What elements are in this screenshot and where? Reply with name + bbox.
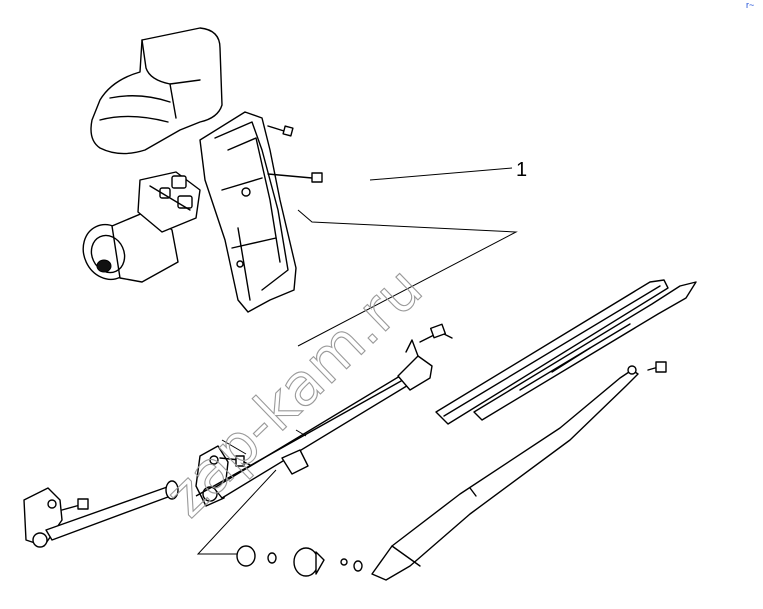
mounting-bracket [199, 111, 297, 313]
wiper-arm [371, 361, 667, 581]
corner-mark: r~ [746, 0, 754, 10]
wiper-blade [435, 279, 697, 425]
bracket-bolt-top [267, 125, 294, 137]
bushing-set [196, 469, 363, 577]
wiper-motor [82, 171, 201, 283]
wiper-linkage [23, 323, 453, 548]
bracket-bolt-middle [267, 172, 323, 183]
motor-cover [90, 27, 223, 155]
callout-line-1 [369, 167, 513, 181]
callout-label-1: 1 [516, 159, 527, 181]
callout-line-2 [297, 209, 518, 347]
